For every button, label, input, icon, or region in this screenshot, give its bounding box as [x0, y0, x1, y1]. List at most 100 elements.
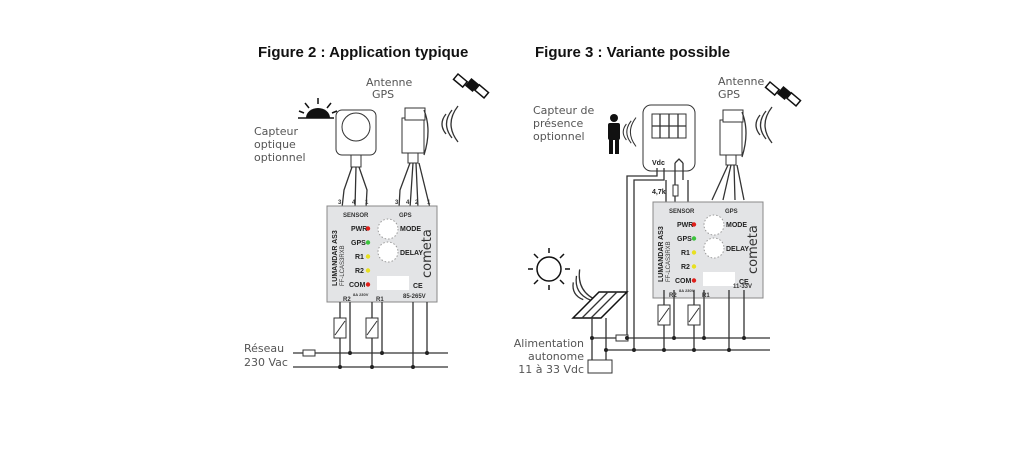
led-label-com: COM [675, 278, 692, 285]
relay-r2-label: R2 [343, 297, 351, 303]
delay-dial[interactable] [703, 237, 725, 259]
lumandar-module: SENSOR GPS LUMANDAR AS3 FF-LCAS3RXB PWR … [652, 201, 764, 299]
supply-rating: 85-265V [403, 294, 426, 300]
battery-icon [587, 359, 613, 374]
relay-coil-1 [687, 304, 701, 326]
signal-waves-icon [441, 105, 459, 143]
led-label-r1: R1 [355, 254, 364, 261]
sensor-port-label: SENSOR [669, 209, 695, 215]
led-gps [365, 240, 371, 245]
mode-label: MODE [400, 226, 421, 233]
led-gps [691, 236, 697, 241]
network-label: Réseau [244, 342, 284, 355]
led-label-gps: GPS [351, 240, 366, 247]
led-com [691, 278, 697, 283]
gps-label: Antenne [366, 76, 413, 89]
sensor-label-2: optique [254, 138, 296, 151]
led-label-com: COM [349, 282, 366, 289]
supply-label-2: autonome [528, 350, 584, 363]
relay-coil-1 [365, 317, 379, 339]
relay-rating: 8A 230V [353, 292, 369, 297]
sensor-label: Capteur [254, 125, 298, 138]
svg-text:1: 1 [365, 200, 369, 206]
brand-logo: cometa [746, 225, 761, 274]
module-ref: FF-LCAS3RXB [340, 245, 346, 286]
mode-label: MODE [726, 222, 747, 229]
relay-r1-label: R1 [376, 297, 384, 303]
led-label-gps: GPS [677, 236, 692, 243]
module-name: LUMANDAR AS3 [332, 230, 339, 286]
svg-text:4: 4 [406, 200, 410, 206]
optical-sensor-icon [335, 109, 377, 168]
sun-icon [528, 248, 570, 290]
led-label-pwr: PWR [351, 226, 367, 233]
led-label-r2: R2 [355, 268, 364, 275]
led-label-r2: R2 [681, 264, 690, 271]
supply-label-3: 11 à 33 Vdc [518, 363, 584, 376]
led-r2 [365, 268, 371, 273]
vdc-label: Vdc [652, 160, 665, 167]
led-com [365, 282, 371, 287]
delay-label: DELAY [400, 250, 423, 257]
gps-label-2: GPS [718, 88, 740, 101]
module-name: LUMANDAR AS3 [658, 226, 665, 282]
presence-waves-icon [622, 117, 637, 147]
presence-sensor-icon [642, 104, 696, 172]
relay-coil-2 [657, 304, 671, 326]
mode-dial[interactable] [703, 214, 725, 236]
gps-label: Antenne [718, 75, 765, 88]
label-area [703, 272, 735, 286]
presence-label: Capteur de [533, 104, 594, 117]
relay-r1-label: R1 [702, 293, 710, 299]
sensor-label-3: optionnel [254, 151, 306, 164]
ce-mark: CE [413, 283, 423, 290]
signal-waves-icon [755, 106, 773, 144]
gps-antenna-icon [401, 107, 429, 164]
sensor-port-label: SENSOR [343, 213, 369, 219]
supply-label: Alimentation [514, 337, 584, 350]
figure-3-title: Figure 3 : Variante possible [535, 44, 730, 61]
delay-label: DELAY [726, 246, 749, 253]
sun-icon [298, 98, 338, 119]
lumandar-module: SENSOR GPS LUMANDAR AS3 FF-LCAS3RXB PWR … [326, 205, 438, 303]
ce-mark: CE [739, 279, 749, 286]
supply-rating: 11-33V [733, 284, 752, 290]
resistor-icon [672, 184, 679, 197]
led-label-pwr: PWR [677, 222, 693, 229]
svg-text:1: 1 [427, 200, 431, 206]
led-r1 [365, 254, 371, 259]
network-label-2: 230 Vac [244, 356, 288, 369]
gps-port-label: GPS [725, 209, 738, 215]
svg-text:2: 2 [415, 200, 419, 206]
relay-coil-2 [333, 317, 347, 339]
gps-antenna-icon [719, 109, 747, 166]
relay-r2-label: R2 [669, 293, 677, 299]
svg-text:3: 3 [395, 200, 399, 206]
satellite-icon [764, 80, 802, 107]
module-ref: FF-LCAS3RXB [666, 241, 672, 282]
led-pwr [365, 226, 371, 231]
person-icon [608, 114, 620, 154]
figure-3: Figure 3 : Variante possible Antenne GPS… [514, 44, 802, 376]
label-area [377, 276, 409, 290]
brand-logo: cometa [420, 229, 435, 278]
gps-port-label: GPS [399, 213, 412, 219]
resistor-label: 4,7k [652, 189, 666, 196]
presence-label-3: optionnel [533, 130, 585, 143]
delay-dial[interactable] [377, 241, 399, 263]
fuse-icon [302, 349, 316, 357]
figure-2-title: Figure 2 : Application typique [258, 44, 468, 61]
svg-text:4: 4 [352, 200, 356, 206]
solar-panel-icon [571, 291, 629, 319]
presence-label-2: présence [533, 117, 584, 130]
satellite-icon [452, 72, 490, 99]
svg-text:3: 3 [338, 200, 342, 206]
led-label-r1: R1 [681, 250, 690, 257]
relay-rating: 8A 230V [679, 288, 695, 293]
mode-dial[interactable] [377, 218, 399, 240]
led-r2 [691, 264, 697, 269]
figure-2: Figure 2 : Application typique Antenne G… [244, 44, 490, 369]
led-pwr [691, 222, 697, 227]
gps-label-2: GPS [372, 88, 394, 101]
